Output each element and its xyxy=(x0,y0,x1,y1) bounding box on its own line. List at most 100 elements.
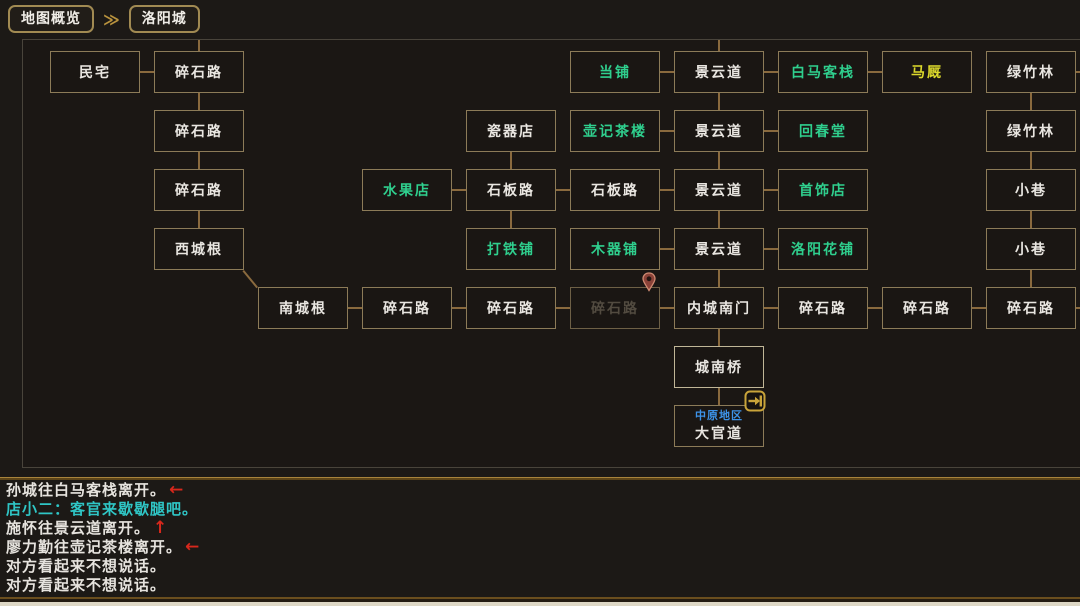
log-message: 对方看起来不想说话。 xyxy=(6,557,1074,576)
map-node[interactable]: 瓷器店 xyxy=(466,110,556,152)
map-node[interactable]: 碎石路 xyxy=(362,287,452,329)
map-connector xyxy=(868,71,882,73)
map-node-label: 壶记茶楼 xyxy=(583,124,647,140)
map-overview-button[interactable]: 地图概览 xyxy=(8,5,94,33)
map-node-label: 内城南门 xyxy=(687,301,751,317)
zone-label: 中原地区 xyxy=(695,409,743,422)
current-location-pin-icon xyxy=(642,272,656,292)
map-node[interactable]: 碎石路 xyxy=(986,287,1076,329)
map-node[interactable]: 回春堂 xyxy=(778,110,868,152)
map-node-label: 打铁铺 xyxy=(487,242,535,258)
map-connector xyxy=(198,152,200,169)
map-connector xyxy=(198,93,200,110)
map-node[interactable]: 碎石路 xyxy=(570,272,660,329)
map-connector xyxy=(718,211,720,228)
map-node-label: 碎石路 xyxy=(799,301,847,317)
direction-arrow-left-icon: ← xyxy=(169,481,185,500)
map-node-label: 水果店 xyxy=(383,183,431,199)
map-node-label: 当铺 xyxy=(599,65,631,81)
map-node[interactable]: 打铁铺 xyxy=(466,228,556,270)
map-node-label: 碎石路 xyxy=(903,301,951,317)
map-connector xyxy=(764,189,778,191)
log-bottom-border xyxy=(0,597,1080,599)
map-connector xyxy=(660,189,674,191)
map-node[interactable]: 壶记茶楼 xyxy=(570,110,660,152)
map-node[interactable]: 小巷 xyxy=(986,228,1076,270)
map-node[interactable]: 民宅 xyxy=(50,51,140,93)
map-node-label: 景云道 xyxy=(695,242,743,258)
direction-arrow-up-icon: ↑ xyxy=(153,518,169,538)
map-node-label: 绿竹林 xyxy=(1007,65,1055,81)
map-node[interactable]: 绿竹林 xyxy=(986,51,1076,93)
map-node[interactable]: 绿竹林 xyxy=(986,110,1076,152)
log-separator xyxy=(0,477,1080,480)
map-connector xyxy=(718,152,720,169)
map-node[interactable]: 白马客栈 xyxy=(778,51,868,93)
log-text: 对方看起来不想说话。 xyxy=(6,576,167,594)
map-node[interactable]: 碎石路 xyxy=(466,287,556,329)
map-node[interactable]: 碎石路 xyxy=(154,51,244,93)
map-node-label: 碎石路 xyxy=(175,183,223,199)
map-node[interactable]: 木器铺 xyxy=(570,228,660,270)
map-node-label: 大官道 xyxy=(695,426,743,442)
map-node[interactable]: 碎石路 xyxy=(154,169,244,211)
map-connector xyxy=(1030,211,1032,228)
log-message: 孙城往白马客栈离开。← xyxy=(6,481,1074,500)
log-message: 施怀往景云道离开。↑ xyxy=(6,519,1074,538)
map-connector xyxy=(764,248,778,250)
map-connector xyxy=(660,130,674,132)
map-node[interactable]: 碎石路 xyxy=(154,110,244,152)
map-node-label: 碎石路 xyxy=(175,124,223,140)
map-connector-top-exit xyxy=(718,40,720,51)
map-node-label: 石板路 xyxy=(487,183,535,199)
zone-exit-icon[interactable] xyxy=(744,390,766,412)
map-node[interactable]: 石板路 xyxy=(570,169,660,211)
map-node[interactable]: 城南桥 xyxy=(674,346,764,388)
bottom-bar xyxy=(0,602,1080,606)
map-node[interactable]: 小巷 xyxy=(986,169,1076,211)
map-node[interactable]: 西城根 xyxy=(154,228,244,270)
map-node-label: 碎石路 xyxy=(175,65,223,81)
map-node-label: 民宅 xyxy=(79,65,111,81)
map-connector xyxy=(556,307,570,309)
map-node[interactable]: 南城根 xyxy=(258,287,348,329)
map-connector xyxy=(718,93,720,110)
map-node[interactable]: 中原地区大官道 xyxy=(674,390,766,447)
map-connector xyxy=(452,307,466,309)
map-connector xyxy=(510,152,512,169)
map-connector xyxy=(972,307,986,309)
map-connector xyxy=(510,211,512,228)
map-node[interactable]: 景云道 xyxy=(674,169,764,211)
log-message: 廖力勤往壶记茶楼离开。← xyxy=(6,538,1074,557)
map-connector xyxy=(1030,152,1032,169)
log-text: 廖力勤往壶记茶楼离开。 xyxy=(6,538,183,556)
map-node[interactable]: 马厩 xyxy=(882,51,972,93)
map-node[interactable]: 景云道 xyxy=(674,51,764,93)
map-node[interactable]: 水果店 xyxy=(362,169,452,211)
map-connector xyxy=(140,71,154,73)
breadcrumb: 地图概览 ≫ 洛阳城 xyxy=(8,4,200,34)
log-text: 店小二：客官来歇歇腿吧。 xyxy=(6,500,199,518)
map-node-label: 石板路 xyxy=(591,183,639,199)
map-node[interactable]: 景云道 xyxy=(674,228,764,270)
map-node-label: 碎石路 xyxy=(383,301,431,317)
map-node[interactable]: 首饰店 xyxy=(778,169,868,211)
map-connector xyxy=(1030,93,1032,110)
map-node[interactable]: 洛阳花铺 xyxy=(778,228,868,270)
log-message: 店小二：客官来歇歇腿吧。 xyxy=(6,500,1074,519)
map-node-label: 南城根 xyxy=(279,301,327,317)
map-node[interactable]: 碎石路 xyxy=(882,287,972,329)
map-node-label: 小巷 xyxy=(1015,183,1047,199)
map-connector-right-exit xyxy=(1076,307,1080,309)
map-node[interactable]: 内城南门 xyxy=(674,287,764,329)
breadcrumb-separator-icon: ≫ xyxy=(103,9,120,29)
map-node[interactable]: 当铺 xyxy=(570,51,660,93)
map-connector-top-exit xyxy=(198,40,200,51)
map-node-label: 白马客栈 xyxy=(791,65,855,81)
current-map-button[interactable]: 洛阳城 xyxy=(128,5,200,33)
map-node-label: 马厩 xyxy=(911,65,943,81)
map-node[interactable]: 碎石路 xyxy=(778,287,868,329)
map-node[interactable]: 景云道 xyxy=(674,110,764,152)
log-text: 对方看起来不想说话。 xyxy=(6,557,167,575)
map-node[interactable]: 石板路 xyxy=(466,169,556,211)
